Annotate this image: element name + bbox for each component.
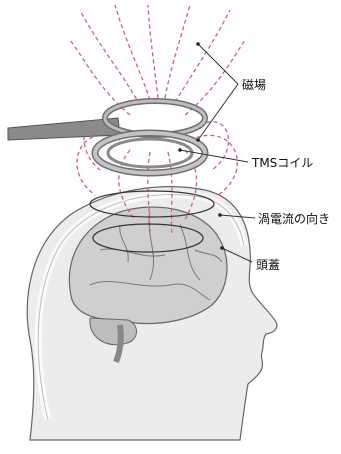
label-eddy-current: 渦電流の向き <box>258 210 330 227</box>
label-magnetic-field: 磁場 <box>242 76 266 93</box>
tms-coil <box>95 101 205 173</box>
label-skull: 頭蓋 <box>256 256 280 273</box>
label-tms-coil: TMSコイル <box>252 154 313 171</box>
